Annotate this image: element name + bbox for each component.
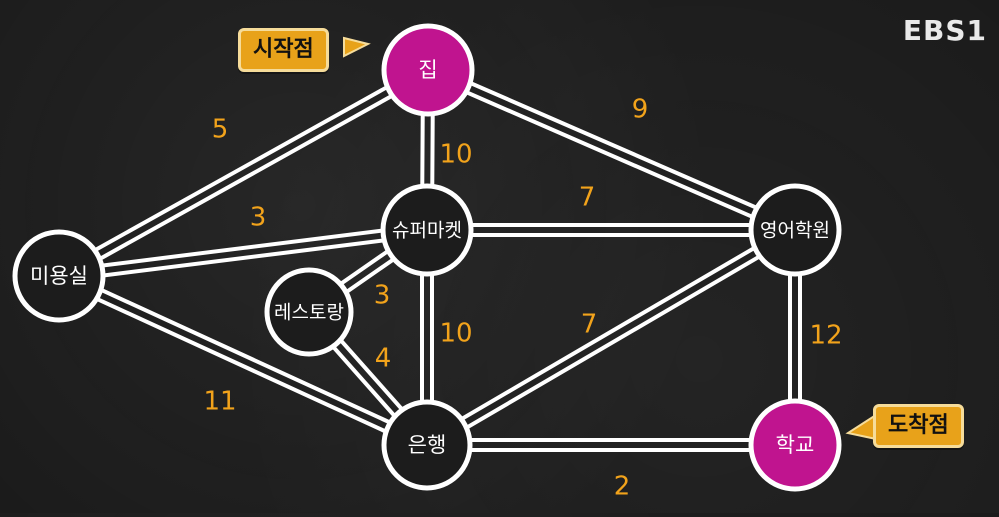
edge-weight-salon-supermarket: 3 xyxy=(250,203,267,233)
edge-rail xyxy=(59,269,432,443)
callout-pointers xyxy=(343,36,877,441)
edge-weight-restaurant-bank: 4 xyxy=(375,344,392,374)
node-label: 레스토랑 xyxy=(274,302,344,324)
node-label: 학교 xyxy=(776,433,815,457)
node-circle xyxy=(381,399,473,491)
edge-home-salon xyxy=(54,63,433,283)
edge-rail xyxy=(427,63,799,228)
node-label: 집 xyxy=(418,58,437,82)
node-label: 은행 xyxy=(408,433,447,457)
edge-rail xyxy=(59,72,433,283)
edge-salon-bank xyxy=(54,269,432,452)
node-school: 학교 xyxy=(748,398,842,492)
node-bank: 은행 xyxy=(381,399,473,491)
edge-home-academy xyxy=(424,63,799,237)
edge-rail xyxy=(56,223,429,274)
node-supermarket: 슈퍼마켓 xyxy=(380,183,474,277)
start-callout-pointer xyxy=(343,36,371,58)
edge-weight-bank-school: 2 xyxy=(614,472,631,502)
edge-rail xyxy=(54,278,427,452)
end-callout-pointer xyxy=(845,413,877,441)
edge-weight-home-academy: 9 xyxy=(632,95,649,125)
edge-weight-supermarket-restaurant: 3 xyxy=(374,281,391,311)
edge-rail xyxy=(57,232,430,283)
edge-rail xyxy=(427,232,800,452)
edge-weight-supermarket-academy: 7 xyxy=(579,183,596,213)
edge-bank-school xyxy=(425,438,797,452)
end-callout: 도착점 xyxy=(873,404,964,448)
node-label: 슈퍼마켓 xyxy=(392,220,462,242)
edge-academy-bank xyxy=(422,223,800,452)
edge-rail xyxy=(422,223,795,443)
node-circle xyxy=(748,183,842,277)
edge-salon-supermarket xyxy=(56,223,430,283)
node-circle xyxy=(381,23,475,117)
ebs1-watermark: EBS1 xyxy=(902,14,987,47)
node-circle xyxy=(748,398,842,492)
edge-weight-home-salon: 5 xyxy=(212,115,229,145)
edge-supermarket-academy xyxy=(425,223,797,237)
node-salon: 미용실 xyxy=(12,229,106,323)
node-academy: 영어학원 xyxy=(748,183,842,277)
edge-rail xyxy=(54,63,428,274)
edge-weight-academy-bank: 7 xyxy=(581,310,598,340)
node-circle xyxy=(12,229,106,323)
edge-weight-academy-school: 12 xyxy=(809,321,842,351)
edge-weight-supermarket-bank: 10 xyxy=(439,319,472,349)
node-label: 미용실 xyxy=(30,264,88,288)
node-circle xyxy=(380,183,474,277)
start-callout: 시작점 xyxy=(238,28,329,72)
edge-rail xyxy=(424,72,796,237)
edge-weight-layer: 5 10 9 3 11 7 3 10 4 7 12 2 xyxy=(203,95,842,502)
edge-weight-home-supermarket: 10 xyxy=(439,140,472,170)
node-circle xyxy=(264,267,354,357)
node-home: 집 xyxy=(381,23,475,117)
node-label: 영어학원 xyxy=(760,220,830,242)
edge-weight-salon-bank: 11 xyxy=(203,387,236,417)
node-restaurant: 레스토랑 xyxy=(264,267,354,357)
